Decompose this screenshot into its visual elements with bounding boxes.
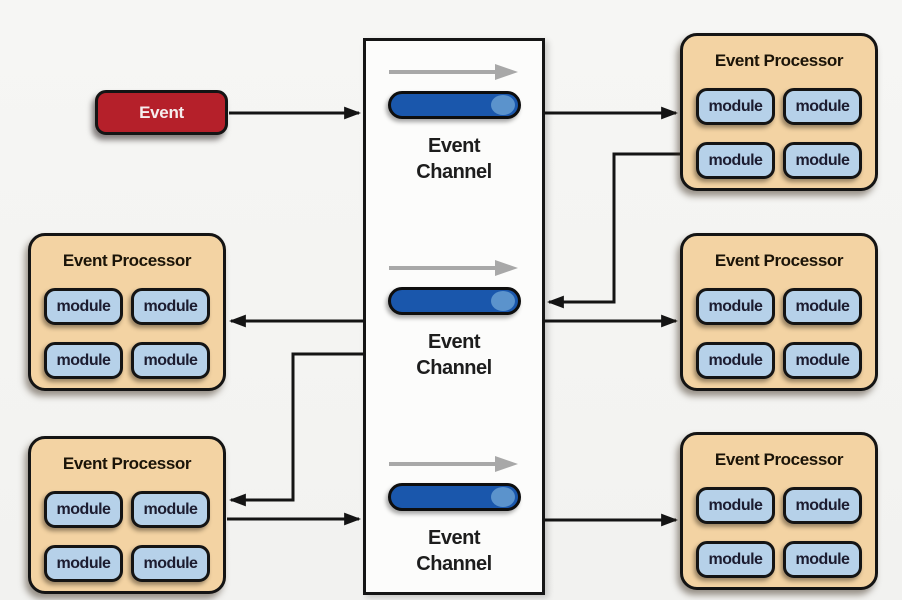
module-box: module [131, 491, 210, 528]
event-channel-pill [387, 287, 521, 315]
pill-highlight [490, 95, 515, 115]
event-channel-label: Event Channel [416, 133, 492, 185]
event-channel-pill [387, 91, 521, 119]
event-channel-2: Event Channel [366, 248, 542, 381]
pill-highlight [490, 291, 515, 311]
event-channel-3: Event Channel [366, 444, 542, 577]
module-box: module [783, 88, 862, 125]
module-box: module [696, 487, 775, 524]
processor-title: Event Processor [62, 454, 192, 473]
event-processor-right-top: Event Processor module module module mod… [680, 33, 878, 191]
module-grid: module module module module [31, 491, 223, 582]
module-box: module [783, 541, 862, 578]
channel-label-line1: Event [428, 135, 480, 157]
processor-title: Event Processor [714, 51, 844, 70]
module-box: module [696, 142, 775, 179]
event-source-box: Event [95, 90, 228, 135]
module-box: module [783, 142, 862, 179]
module-grid: module module module module [683, 487, 875, 578]
module-box: module [696, 342, 775, 379]
module-box: module [783, 342, 862, 379]
module-grid: module module module module [683, 288, 875, 379]
event-processor-left-middle: Event Processor module module module mod… [28, 233, 226, 391]
arrow-processor-right-top-to-channel2 [546, 152, 680, 309]
event-channel-label: Event Channel [416, 329, 492, 381]
event-processor-left-bottom: Event Processor module module module mod… [28, 436, 226, 594]
module-box: module [44, 491, 123, 528]
channel-label-line2: Channel [416, 161, 492, 183]
channel-label-line1: Event [428, 527, 480, 549]
module-box: module [44, 545, 123, 582]
module-box: module [696, 288, 775, 325]
module-box: module [783, 487, 862, 524]
flow-direction-arrow-icon [389, 260, 518, 276]
module-box: module [783, 288, 862, 325]
channel-label-line1: Event [428, 331, 480, 353]
module-grid: module module module module [31, 288, 223, 379]
module-grid: module module module module [683, 88, 875, 179]
pill-highlight [490, 487, 515, 507]
event-channel-label: Event Channel [416, 525, 492, 577]
module-box: module [696, 88, 775, 125]
processor-title: Event Processor [714, 251, 844, 270]
flow-direction-arrow-icon [389, 64, 518, 80]
module-box: module [696, 541, 775, 578]
channel-label-line2: Channel [416, 553, 492, 575]
event-processor-right-middle: Event Processor module module module mod… [680, 233, 878, 391]
event-channel-pill [387, 483, 521, 511]
module-box: module [44, 288, 123, 325]
module-box: module [131, 545, 210, 582]
event-processor-right-bottom: Event Processor module module module mod… [680, 432, 878, 590]
flow-direction-arrow-icon [389, 456, 518, 472]
processor-title: Event Processor [62, 251, 192, 270]
channel-label-line2: Channel [416, 357, 492, 379]
processor-title: Event Processor [714, 450, 844, 469]
module-box: module [131, 288, 210, 325]
event-channel-container: Event Channel Event Channel [363, 38, 545, 595]
event-channel-1: Event Channel [366, 52, 542, 185]
module-box: module [131, 342, 210, 379]
arrow-channel2-to-processor-left-bottom [228, 352, 364, 507]
module-box: module [44, 342, 123, 379]
